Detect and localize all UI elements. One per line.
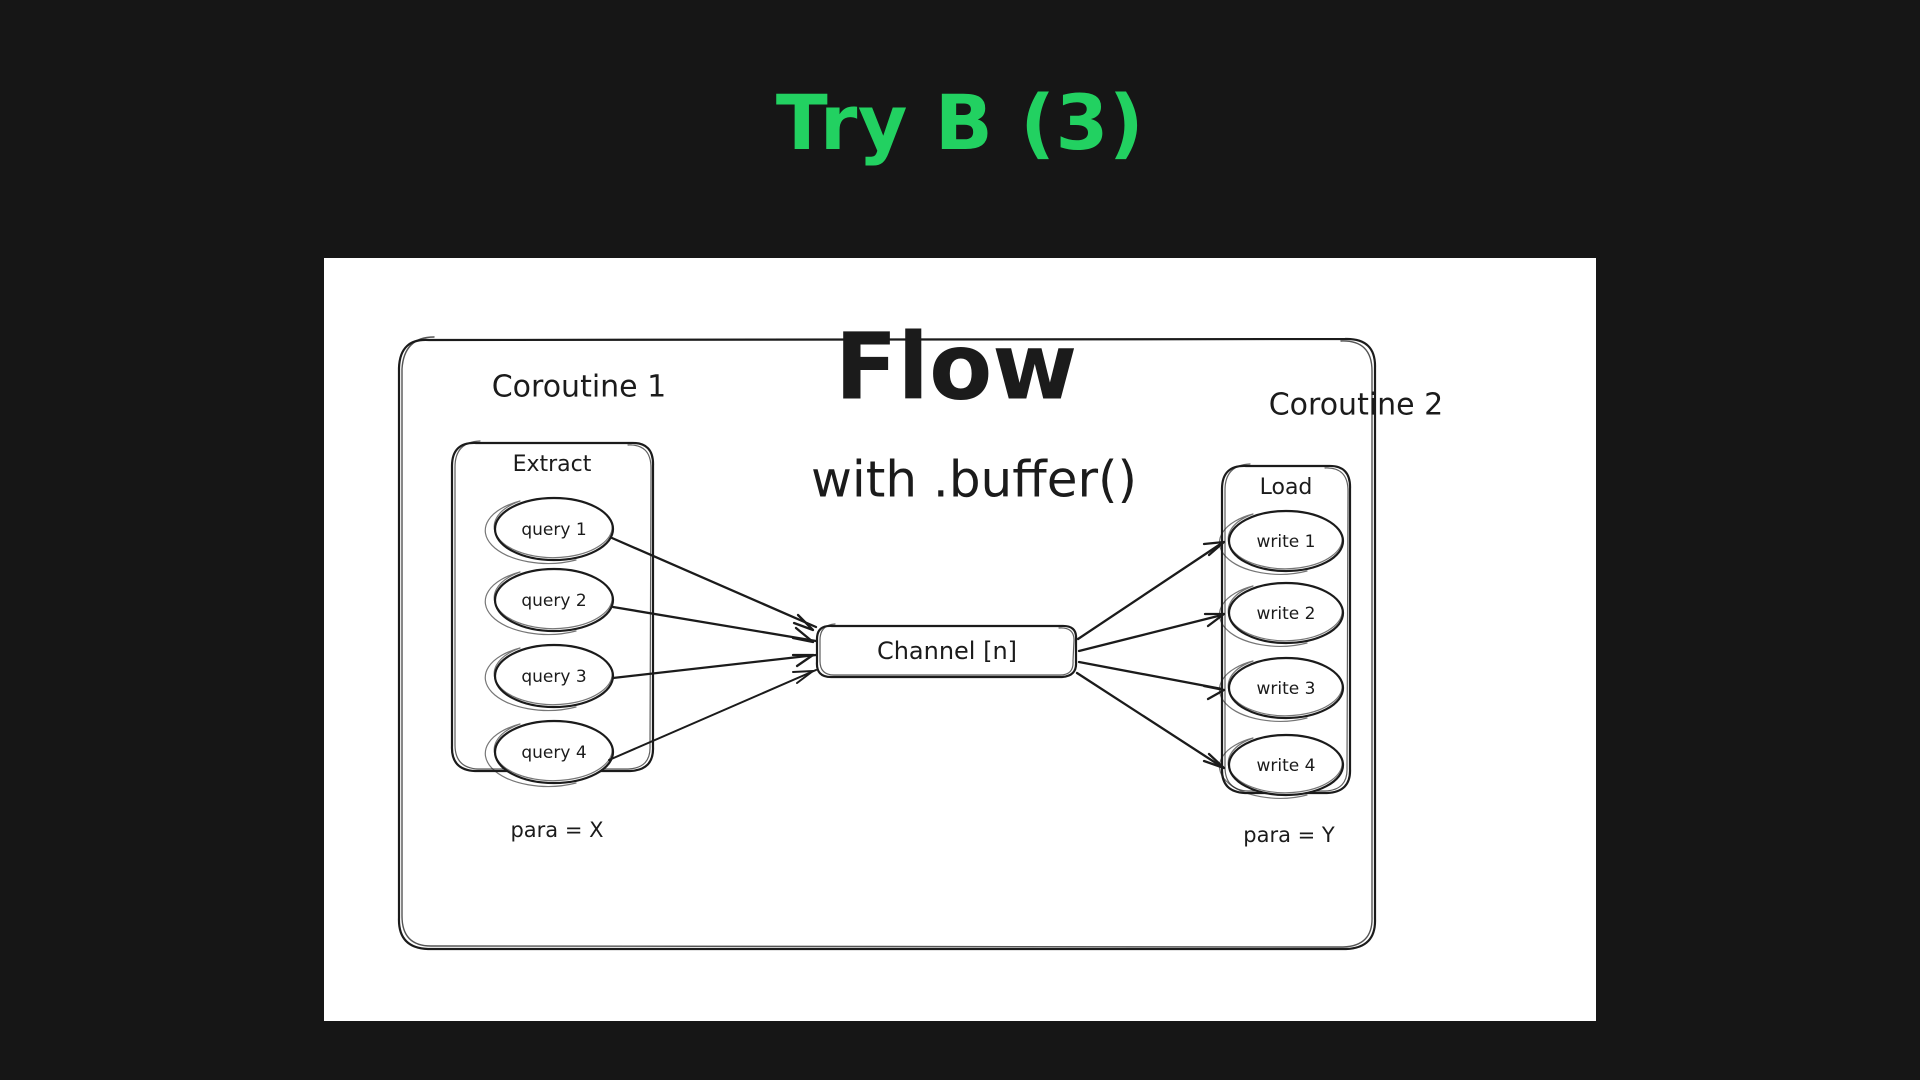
write-3-node: write 3 — [1218, 656, 1345, 722]
extract-to-channel-arrows — [608, 536, 818, 761]
query-3-label: query 3 — [521, 667, 586, 687]
pipeline-diagram: Flow with .buffer() Coroutine 1 Coroutin… — [397, 313, 1444, 951]
write-2-label: write 2 — [1257, 604, 1316, 624]
diagram-heading-flow: Flow — [835, 313, 1078, 420]
query-4-label: query 4 — [521, 743, 586, 763]
load-group-label: Load — [1260, 475, 1313, 500]
extract-group-label: Extract — [513, 452, 592, 477]
coroutine-1-label: Coroutine 1 — [492, 370, 667, 405]
write-3-label: write 3 — [1257, 679, 1316, 699]
write-1-node: write 1 — [1218, 509, 1345, 575]
diagram-heading-buffer: with .buffer() — [811, 451, 1137, 509]
channel-label: Channel [n] — [877, 637, 1017, 665]
write-2-node: write 2 — [1218, 581, 1345, 647]
page-title: Try B (3) — [775, 78, 1145, 167]
query-4-node: query 4 — [484, 719, 615, 788]
query-2-node: query 2 — [484, 567, 615, 636]
coroutine-2-label: Coroutine 2 — [1269, 388, 1444, 423]
write-1-label: write 1 — [1257, 532, 1316, 552]
para-x-label: para = X — [510, 818, 603, 842]
channel-box: Channel [n] — [815, 623, 1078, 679]
write-4-label: write 4 — [1257, 756, 1316, 776]
write-4-node: write 4 — [1218, 733, 1345, 799]
diagram-board: Flow with .buffer() Coroutine 1 Coroutin… — [324, 258, 1596, 1021]
outer-container-shape — [397, 336, 1377, 951]
query-1-label: query 1 — [521, 520, 586, 540]
query-3-node: query 3 — [484, 643, 615, 712]
para-y-label: para = Y — [1243, 823, 1335, 847]
channel-to-load-arrows — [1075, 540, 1226, 770]
query-2-label: query 2 — [521, 591, 586, 611]
query-1-node: query 1 — [484, 496, 615, 565]
